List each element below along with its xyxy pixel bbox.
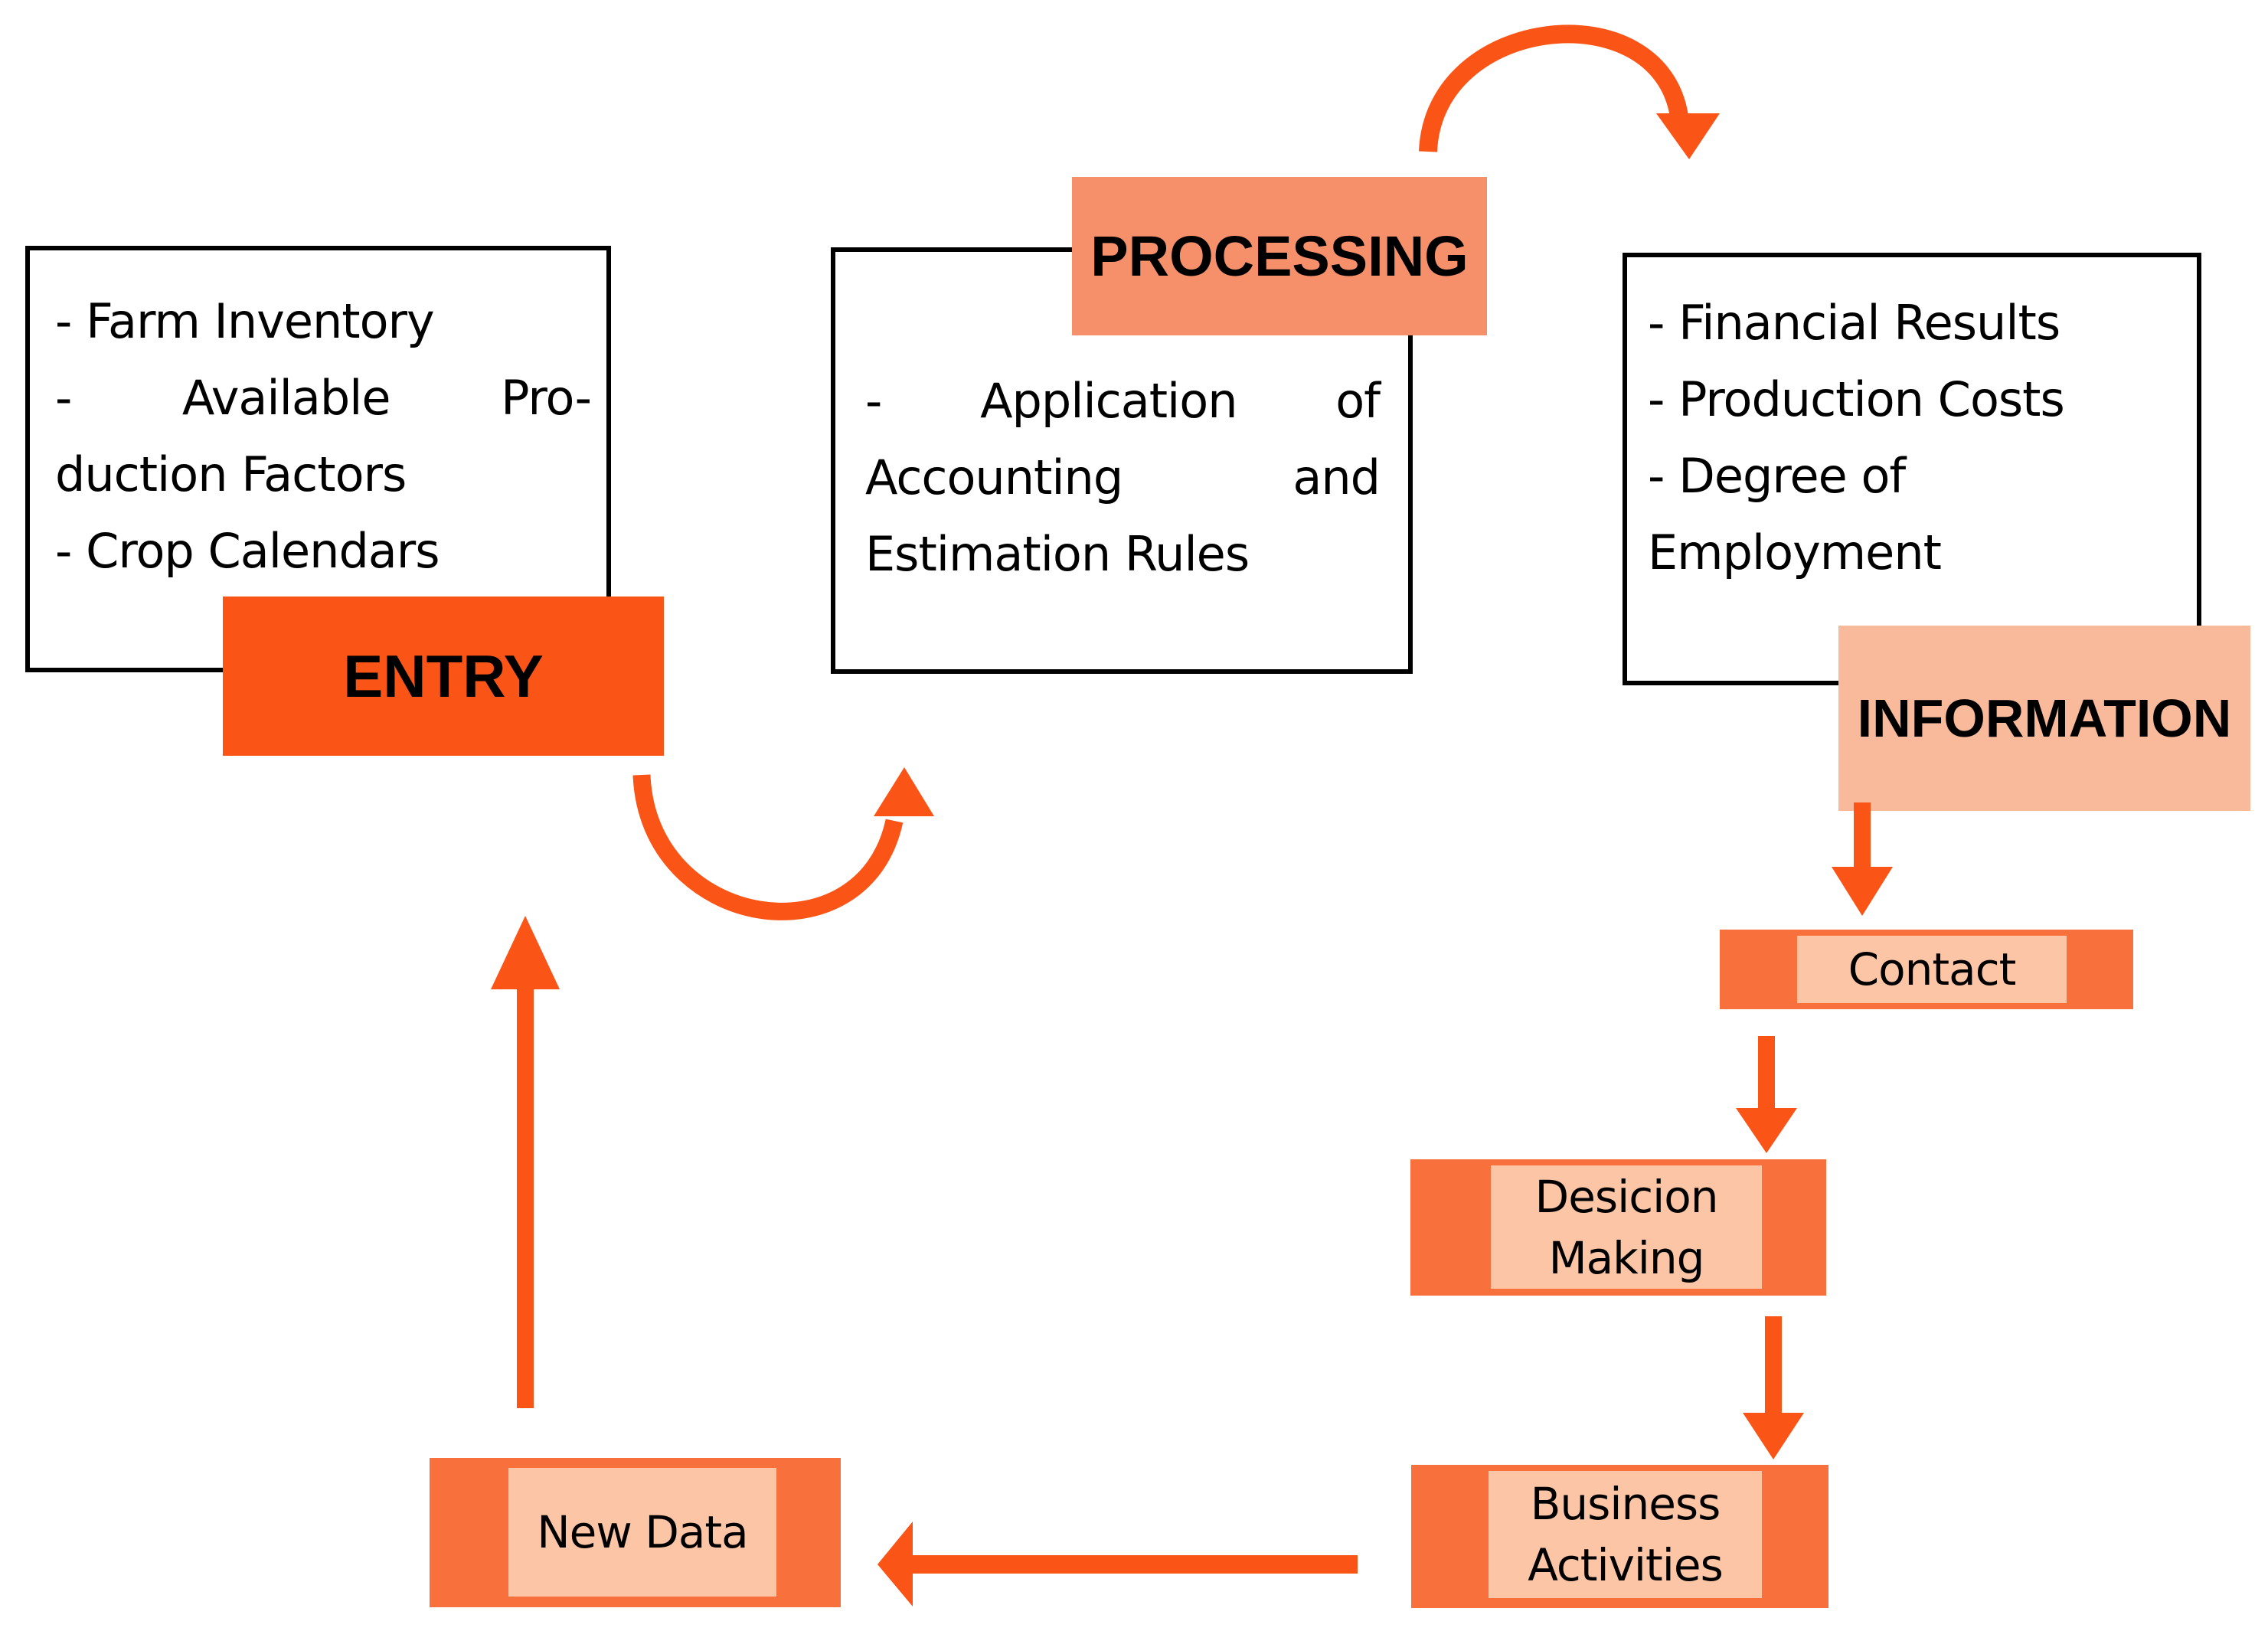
information-outputs-text: - Financial Results - Production Costs - D… — [1648, 285, 2188, 591]
business-activities-step-box: Business Activities — [1411, 1465, 1828, 1608]
business-activities-step-inner-panel: Business Activities — [1489, 1471, 1762, 1598]
decision-making-step-inner-panel: Desicion Making — [1491, 1165, 1762, 1289]
new-data-step-box: New Data — [430, 1458, 841, 1607]
text-line: duction Factors — [55, 446, 407, 502]
entry-stage-text: ENTRY — [343, 642, 544, 710]
processing-stage-label: PROCESSING — [1072, 177, 1487, 335]
arrow-newdata-to-entry — [491, 916, 560, 1408]
contact-step-box: Contact — [1720, 930, 2133, 1009]
entry-stage-label: ENTRY — [223, 597, 664, 756]
arrow-information-to-contact — [1832, 802, 1893, 916]
text-line: - Degree of — [1648, 448, 1906, 504]
contact-step-inner-panel: Contact — [1797, 936, 2067, 1003]
arrow-entry-to-processing — [632, 767, 934, 920]
business-activities-step-label: Business Activities — [1528, 1478, 1724, 1591]
arrow-business-to-newdata — [877, 1522, 1358, 1606]
information-stage-text: INFORMATION — [1857, 688, 2232, 748]
text-line: Estimation Rules — [865, 526, 1250, 582]
decision-making-step-box: Desicion Making — [1410, 1159, 1826, 1296]
new-data-step-label: New Data — [537, 1506, 748, 1558]
text-line: - Financial Results — [1648, 295, 2060, 351]
new-data-step-inner-panel: New Data — [508, 1468, 776, 1597]
processing-stage-text: PROCESSING — [1090, 224, 1469, 288]
text-line: - Production Costs — [1648, 371, 2065, 427]
text-line: - Crop Calendars — [55, 523, 440, 579]
contact-step-label: Contact — [1848, 943, 2017, 995]
decision-making-step-label: Desicion Making — [1534, 1170, 1719, 1284]
arrow-processing-to-information — [1419, 25, 1720, 159]
arrow-decision-to-business — [1743, 1316, 1804, 1459]
text-line: Employment — [1648, 525, 1942, 580]
information-stage-label: INFORMATION — [1838, 626, 2250, 811]
text-line: - Farm Inventory — [55, 293, 435, 349]
arrow-contact-to-decision — [1736, 1036, 1797, 1153]
